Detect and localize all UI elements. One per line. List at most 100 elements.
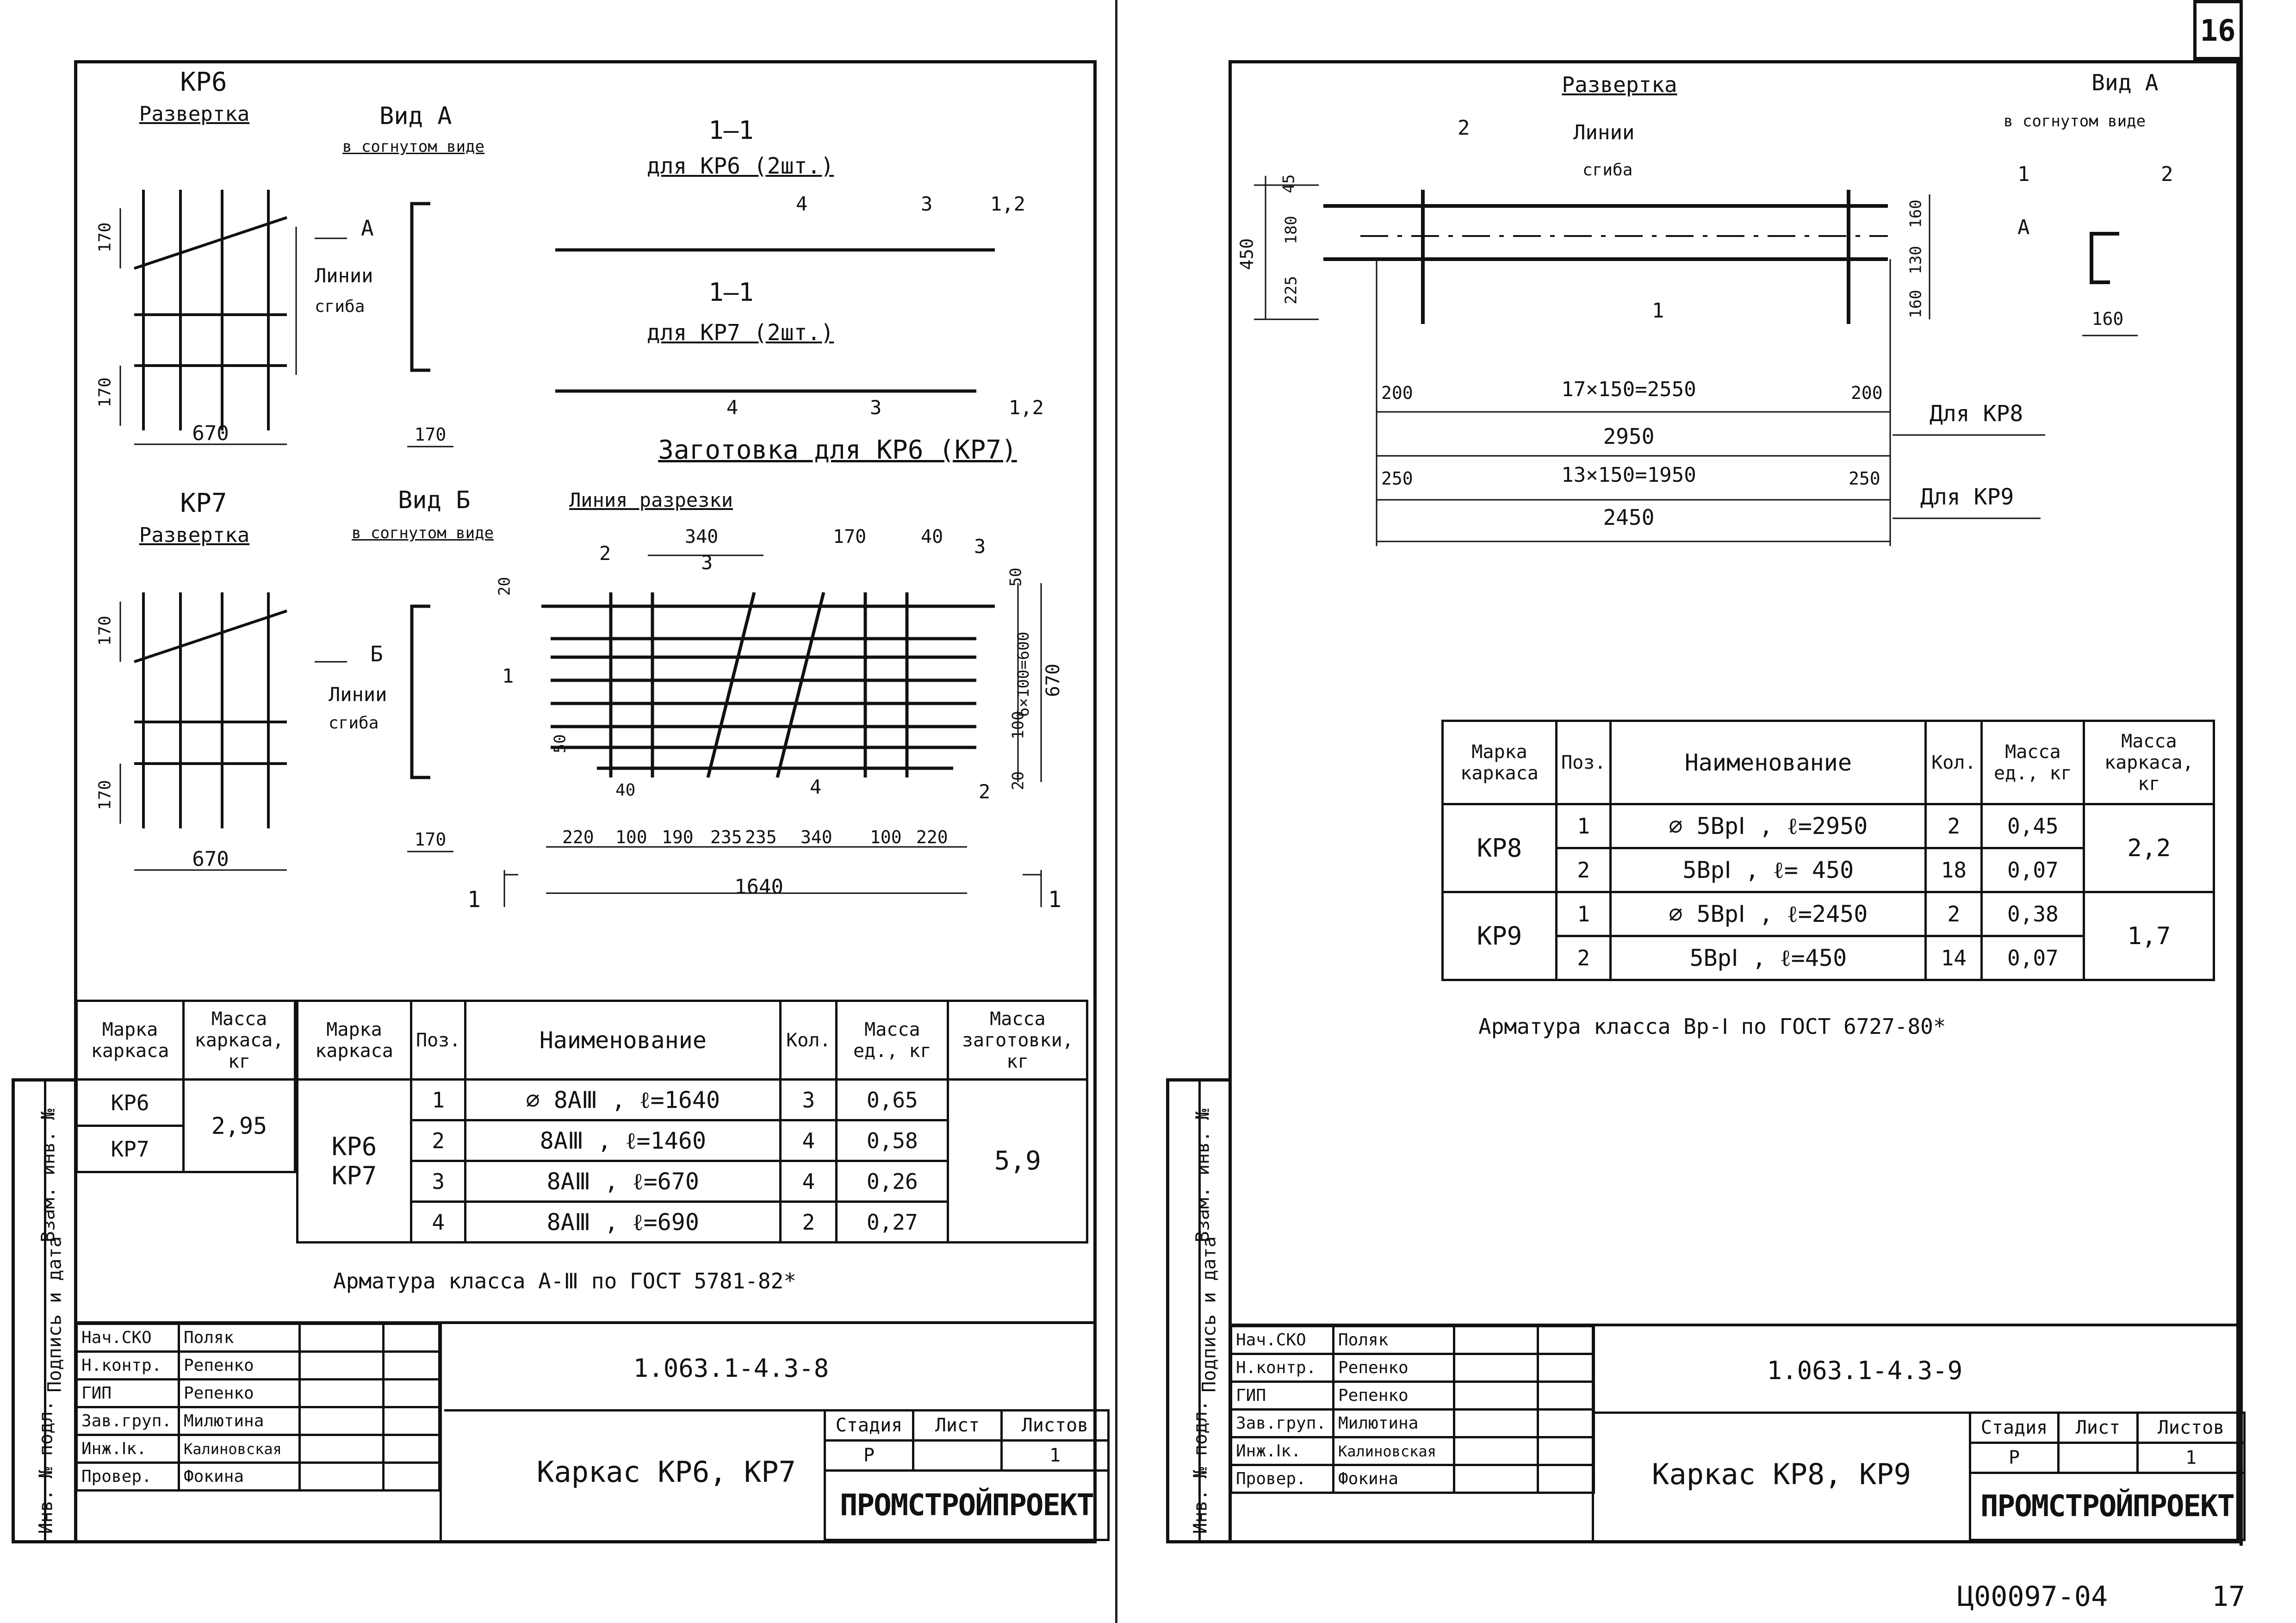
stamp-name: Репенко bbox=[178, 1378, 301, 1408]
dimension-label: 450 bbox=[1236, 238, 1257, 270]
stamp-date bbox=[1537, 1464, 1595, 1494]
dimension-label: 130 bbox=[1906, 246, 1925, 274]
page-number-top: 16 bbox=[2200, 14, 2236, 48]
position-label: 2 bbox=[599, 542, 611, 565]
stamp-signature bbox=[1453, 1436, 1539, 1466]
dimension-label: 160 bbox=[2091, 309, 2124, 329]
stamp-date bbox=[382, 1406, 441, 1436]
right-bent-profile bbox=[2090, 232, 2119, 284]
table-header: Масса каркаса, кг bbox=[182, 1000, 296, 1081]
section-kp7-subtitle: для КР7 (2шт.) bbox=[646, 320, 834, 346]
stamp-name: Милютина bbox=[1332, 1408, 1455, 1438]
dimension-label: 180 bbox=[1282, 216, 1301, 244]
stamp-name: Калиновская bbox=[1332, 1436, 1455, 1466]
dimension-label: 670 bbox=[192, 847, 229, 871]
dimension-label: 235 bbox=[745, 827, 777, 847]
archive-code: Ц00097-04 bbox=[1957, 1580, 2108, 1613]
stamp-date bbox=[382, 1378, 441, 1408]
stamp-role: Провер. bbox=[1230, 1464, 1334, 1494]
stamp-date bbox=[382, 1323, 441, 1353]
kp7-view-title: Вид Б bbox=[398, 486, 471, 514]
table-cell: 0,07 bbox=[1980, 847, 2085, 893]
table-header: Кол. bbox=[779, 1000, 838, 1081]
kp7-view-subtitle: в согнутом виде bbox=[352, 524, 494, 542]
table-cell: КР6 КР7 bbox=[296, 1078, 412, 1244]
section-kp7-title: 1–1 bbox=[708, 278, 754, 307]
stamp-name: Поляк bbox=[1332, 1325, 1455, 1355]
stage-value bbox=[2057, 1442, 2139, 1474]
stage-header: Листов bbox=[1000, 1409, 1110, 1442]
stamp-role: Инж.Ⅰк. bbox=[1230, 1436, 1334, 1466]
kp7-developed-view bbox=[134, 592, 287, 828]
kp6-bent-profile bbox=[410, 202, 430, 372]
table-cell: 2,95 bbox=[182, 1078, 296, 1173]
stage-value: Р bbox=[824, 1439, 914, 1472]
table-cell: 2 bbox=[779, 1200, 838, 1244]
position-label: 2 bbox=[2161, 162, 2173, 186]
table-header: Марка каркаса bbox=[296, 1000, 412, 1081]
table-cell: 4 bbox=[410, 1200, 467, 1244]
stamp-role: Инж.Ⅰк. bbox=[75, 1434, 180, 1464]
table-cell: 18 bbox=[1924, 847, 1983, 893]
dimension-label: 190 bbox=[662, 827, 694, 847]
table-cell: 0,26 bbox=[835, 1160, 949, 1203]
kp6-bend-lines-label: сгиба bbox=[315, 297, 365, 316]
stamp-name: Фокина bbox=[178, 1461, 301, 1492]
dimension-label: 220 bbox=[562, 827, 594, 847]
table-header: Марка каркаса bbox=[75, 1000, 185, 1081]
table-cell: 2 bbox=[1555, 935, 1612, 981]
right-view-subtitle: в согнутом виде bbox=[2004, 112, 2146, 131]
table-header: Наименование bbox=[1609, 720, 1927, 805]
table-cell: 1 bbox=[410, 1078, 467, 1121]
table-cell: 8АⅢ , ℓ=670 bbox=[464, 1160, 782, 1203]
table-cell: 14 bbox=[1924, 935, 1983, 981]
table-cell: КР8 bbox=[1441, 803, 1558, 893]
left-stamp-top-line bbox=[74, 1321, 1097, 1324]
stamp-role: Провер. bbox=[75, 1461, 180, 1492]
stamp-role: Н.контр. bbox=[75, 1350, 180, 1380]
stamp-signature bbox=[298, 1434, 385, 1464]
position-label: 2 bbox=[979, 780, 991, 803]
dimension-label: 17×150=2550 bbox=[1561, 378, 1696, 401]
dimension-label: 40 bbox=[615, 781, 636, 800]
table-header: Масса ед., кг bbox=[1980, 720, 2085, 805]
stamp-date bbox=[1537, 1380, 1595, 1411]
dimension-label: 200 bbox=[1851, 383, 1883, 403]
stamp-date bbox=[1537, 1408, 1595, 1438]
dimension-label: 235 bbox=[710, 827, 742, 847]
stamp-role: Н.контр. bbox=[1230, 1353, 1334, 1383]
kp7-bend-lines-label: сгиба bbox=[329, 714, 379, 733]
stamp-date bbox=[382, 1461, 441, 1492]
stamp-signature bbox=[298, 1323, 385, 1353]
table-cell: 0,07 bbox=[1980, 935, 2085, 981]
side-strip-divider bbox=[1198, 1078, 1201, 1543]
dimension-label: 670 bbox=[1043, 663, 1064, 697]
position-label: 3 bbox=[870, 396, 882, 419]
dimension-label: 220 bbox=[916, 827, 948, 847]
organization-name: ПРОМСТРОЙПРОЕКТ bbox=[824, 1469, 1110, 1541]
stamp-name: Репенко bbox=[178, 1350, 301, 1380]
dimension-label: 100 bbox=[870, 827, 902, 847]
table-cell: 5ВрⅠ , ℓ= 450 bbox=[1609, 847, 1927, 893]
organization-name: ПРОМСТРОЙПРОЕКТ bbox=[1969, 1472, 2246, 1541]
stage-header: Лист bbox=[912, 1409, 1003, 1442]
stage-header: Листов bbox=[2136, 1412, 2246, 1444]
table-header: Поз. bbox=[410, 1000, 467, 1081]
table-header: Масса заготовки, кг bbox=[947, 1000, 1089, 1081]
stamp-signature bbox=[298, 1378, 385, 1408]
table-cell: 3 bbox=[779, 1078, 838, 1121]
table-header: Наименование bbox=[464, 1000, 782, 1081]
dimension-label: 170 bbox=[95, 780, 115, 810]
position-label: 1,2 bbox=[1009, 396, 1044, 419]
table-cell: 8АⅢ , ℓ=1460 bbox=[464, 1119, 782, 1162]
table-cell: 3 bbox=[410, 1160, 467, 1203]
dimension-label: 170 bbox=[95, 616, 115, 646]
dimension-label: 170 bbox=[95, 377, 115, 408]
dimension-label: 250 bbox=[1381, 468, 1413, 489]
stamp-line bbox=[440, 1321, 442, 1543]
dimension-label: 50 bbox=[551, 734, 570, 753]
dimension-label: 100 bbox=[615, 827, 647, 847]
